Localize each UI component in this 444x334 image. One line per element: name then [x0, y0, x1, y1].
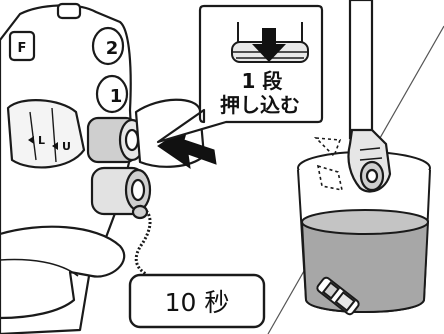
callout-line-2: 押し込む — [220, 93, 300, 117]
hand — [0, 225, 126, 320]
cap-chain-clip — [131, 204, 149, 220]
control-button-2 — [91, 26, 125, 66]
angulation-knob — [6, 99, 86, 169]
cap-chain — [134, 204, 152, 276]
knob-label-l: L — [38, 134, 45, 147]
callout-line-1: 1 段 — [242, 69, 283, 93]
callout-box: 1 段 押し込む — [156, 4, 324, 144]
lock-label: F — [18, 41, 27, 56]
endoscope-tip — [347, 0, 392, 193]
timer-label: 10 秒 — [165, 288, 230, 317]
swing-motion — [313, 137, 344, 192]
endoscope-control-section: F 2 1 L U — [0, 2, 206, 334]
control-button-1 — [95, 74, 129, 114]
knob-label-u: U — [62, 140, 71, 153]
timer-box: 10 秒 — [128, 273, 266, 329]
control-button-1-label: 1 — [110, 86, 123, 107]
arrow-down-icon — [252, 28, 286, 62]
top-cap — [56, 2, 82, 20]
lock-button — [8, 30, 36, 62]
control-button-2-label: 2 — [106, 38, 119, 59]
liquid — [300, 220, 430, 313]
submerged-valve — [316, 276, 360, 316]
